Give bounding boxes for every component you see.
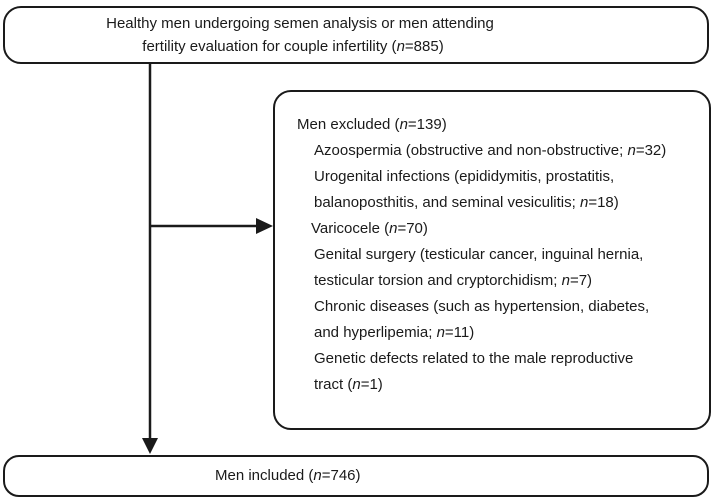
screened-line-2: fertility evaluation for couple infertil… <box>142 38 444 55</box>
arrowhead-right <box>256 218 273 234</box>
exclusion-criterion-line: Genetic defects related to the male repr… <box>314 350 634 367</box>
exclusion-criterion-line: Genital surgery (testicular cancer, ingu… <box>314 246 644 263</box>
exclusion-criterion-line: Azoospermia (obstructive and non-obstruc… <box>314 142 667 159</box>
exclusion-criterion-line: tract (n=1) <box>314 376 383 393</box>
exclusion-box: Men excluded (n=139) Azoospermia (obstru… <box>273 90 711 430</box>
exclusion-criterion-line: testicular torsion and cryptorchidism; n… <box>314 272 593 289</box>
exclusion-criterion-line: Urogenital infections (epididymitis, pro… <box>314 168 615 185</box>
exclusion-criterion-line: and hyperlipemia; n=11) <box>314 324 475 341</box>
exclusion-criterion-line: balanoposthitis, and seminal vesiculitis… <box>314 194 619 211</box>
screened-population-box: Healthy men undergoing semen analysis or… <box>3 6 709 64</box>
exclusion-heading: Men excluded (n=139) <box>297 116 447 133</box>
included-population-box: Men included (n=746) <box>3 455 709 497</box>
included-label: Men included (n=746) <box>215 467 361 484</box>
screened-line-1: Healthy men undergoing semen analysis or… <box>106 15 494 32</box>
arrowhead-down <box>142 438 158 454</box>
exclusion-criteria-list: Azoospermia (obstructive and non-obstruc… <box>297 138 709 398</box>
exclusion-criterion-line: Varicocele (n=70) <box>311 220 428 237</box>
exclusion-criterion-line: Chronic diseases (such as hypertension, … <box>314 298 650 315</box>
